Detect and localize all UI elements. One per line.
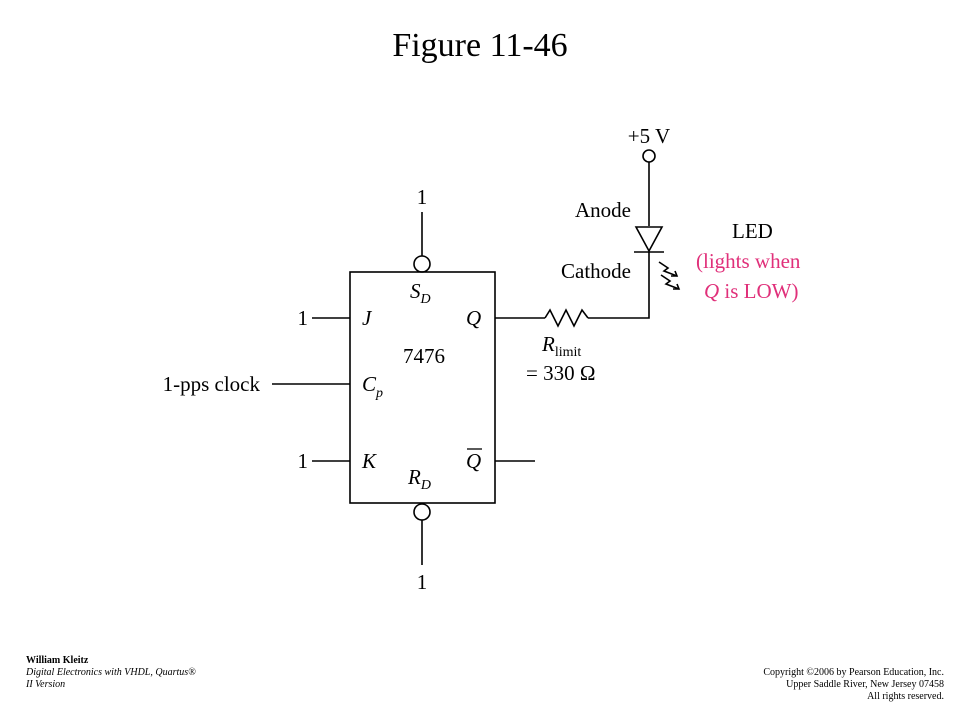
footer-copyright-line2: Upper Saddle River, New Jersey 07458 <box>786 679 944 690</box>
pin-label-qbar: Q <box>466 449 481 473</box>
pin-label-sd: SD <box>410 279 431 307</box>
sd-inversion-bubble <box>413 255 431 273</box>
pin-label-j: J <box>362 306 373 330</box>
led-label: LED <box>732 219 773 243</box>
resistor-symbol <box>544 308 589 328</box>
supply-terminal <box>642 149 656 163</box>
rd-inversion-bubble <box>413 503 431 521</box>
pin-label-cp: Cp <box>362 372 383 401</box>
footer-author-block: William Kleitz Digital Electronics with … <box>26 655 196 691</box>
pin-label-q: Q <box>466 306 481 330</box>
clock-label: 1-pps clock <box>163 372 261 396</box>
pin-label-rd: RD <box>407 465 431 493</box>
supply-label: +5 V <box>628 124 670 148</box>
anode-label: Anode <box>575 198 631 222</box>
resistor-value-label: = 330 Ω <box>526 361 595 385</box>
led-light-arrows <box>658 261 681 290</box>
page-title: Figure 11-46 <box>392 27 568 64</box>
footer-book-line1: Digital Electronics with VHDL, Quartus® <box>26 667 196 678</box>
led-diode-triangle <box>634 226 664 253</box>
j-level-label: 1 <box>298 306 309 330</box>
footer-author: William Kleitz <box>26 655 89 666</box>
k-level-label: 1 <box>298 449 309 473</box>
footer-copyright-line1: Copyright ©2006 by Pearson Education, In… <box>763 667 944 678</box>
led-note-line1: (lights when <box>696 249 801 273</box>
footer-copyright-line3: All rights reserved. <box>867 691 944 702</box>
resistor-name-label: Rlimit <box>541 332 581 360</box>
resistor-to-cathode-wire <box>588 252 650 319</box>
cathode-label: Cathode <box>561 259 631 283</box>
led-note-line2: Q is LOW) <box>704 279 799 303</box>
footer-copyright-block: Copyright ©2006 by Pearson Education, In… <box>763 667 944 703</box>
sd-level-label: 1 <box>417 185 428 209</box>
footer-book-line2: II Version <box>26 679 66 690</box>
rd-level-label: 1 <box>417 570 428 594</box>
pin-label-k: K <box>361 449 377 473</box>
ic-name-label: 7476 <box>403 344 445 368</box>
